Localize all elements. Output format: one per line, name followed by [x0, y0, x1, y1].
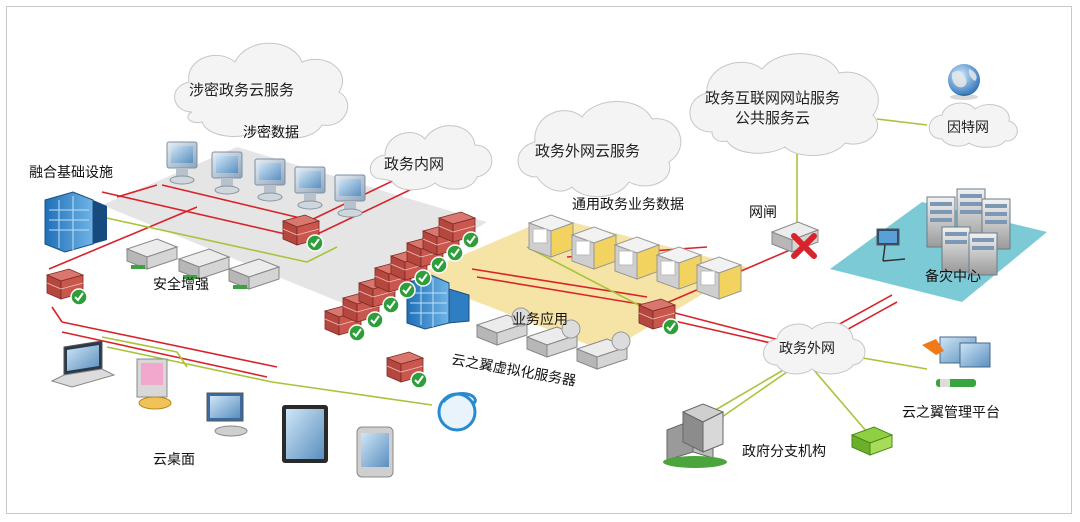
firewall-icon	[45, 268, 88, 306]
extranet-hub-label: 政务外网	[779, 341, 835, 357]
business-apps-label: 业务应用	[512, 312, 568, 328]
server-building-icon	[44, 191, 107, 253]
server-icon	[475, 307, 531, 346]
server-icon	[613, 236, 661, 280]
phone-icon	[356, 426, 394, 478]
workstation-icon	[334, 174, 366, 218]
architecture-diagram: 涉密政务云服务 政务内网 政务外网云服务 政务互联网网站服务 公共服务云 因特网…	[6, 6, 1072, 514]
server-icon	[125, 238, 179, 270]
data-cabinets	[527, 214, 743, 300]
server-icon	[655, 246, 703, 290]
workstation-icon	[206, 392, 248, 437]
cloud-internet-small	[928, 102, 1018, 148]
workstation-icon	[876, 228, 906, 262]
firewall-icon	[637, 298, 680, 336]
classified-terminals	[166, 141, 366, 218]
gateway-icon	[770, 221, 820, 259]
internet-label: 因特网	[947, 120, 989, 136]
classified-data-label: 涉密数据	[243, 125, 299, 141]
laptop-icon	[50, 340, 116, 388]
disaster-center-label: 备灾中心	[925, 269, 981, 285]
server-icon	[695, 256, 743, 300]
workstation-icon	[211, 151, 243, 195]
firewall-icon	[341, 291, 384, 329]
workstation-icon	[254, 158, 286, 202]
office-building-icon	[663, 403, 727, 468]
firewall-icon	[281, 214, 324, 252]
green-links	[101, 118, 928, 433]
intranet-cloud-label: 政务内网	[384, 155, 445, 173]
server-icon	[227, 258, 281, 290]
server-icon	[525, 319, 581, 358]
server-icon	[575, 331, 631, 370]
extranet-cloud-label: 政务外网云服务	[535, 142, 641, 160]
infrastructure-label: 融合基础设施	[29, 165, 113, 181]
cloud-classified	[174, 42, 349, 139]
tablet-icon	[282, 405, 328, 463]
common-data-label: 通用政务业务数据	[572, 197, 684, 213]
gateway-label: 网闸	[749, 205, 777, 221]
server-icon	[527, 214, 575, 258]
browser-icon	[437, 391, 477, 432]
cloud-intranet	[369, 125, 493, 191]
server-icon	[177, 248, 231, 280]
cloud-extranet-hub	[763, 321, 866, 375]
workstation-icon	[294, 166, 326, 210]
classified-cloud-label: 涉密政务云服务	[189, 81, 295, 99]
firewalls	[45, 211, 680, 389]
workstation-icon	[136, 358, 172, 410]
globe-icon	[948, 64, 980, 100]
branch-label: 政府分支机构	[742, 444, 826, 460]
workstation-icon	[166, 141, 198, 185]
security-label: 安全增强	[153, 277, 209, 293]
firewall-icon	[437, 211, 480, 249]
internet-cloud-label: 政务互联网网站服务 公共服务云	[705, 89, 841, 127]
diagram-canvas	[44, 42, 1047, 478]
disaster-servers	[876, 188, 1011, 276]
cloud-extranet	[517, 101, 682, 198]
server-icon	[570, 226, 618, 270]
money-icon	[850, 426, 894, 456]
cloud-internet	[689, 53, 879, 157]
security-servers	[125, 238, 281, 290]
cloud-desktop-label: 云桌面	[153, 452, 195, 468]
app-servers	[475, 307, 631, 370]
firewall-icon	[385, 351, 428, 389]
mgmt-platform-label: 云之翼管理平台	[902, 405, 1000, 421]
management-platform-icon	[922, 336, 991, 387]
server-building-icon	[406, 274, 470, 330]
